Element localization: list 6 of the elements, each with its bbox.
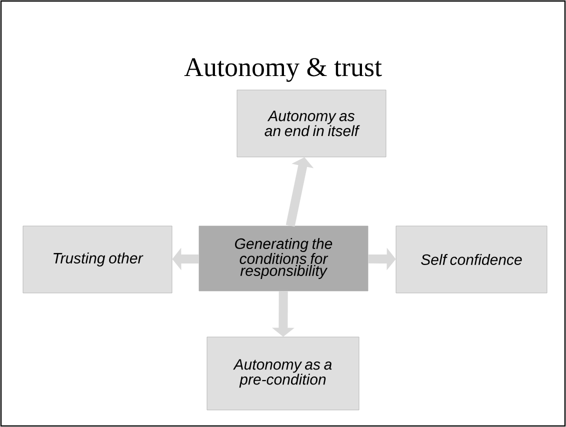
text-box: Generating the conditions for responsibility [198,226,368,292]
text-box: Autonomy as a pre-condition [206,336,360,410]
text-box: Autonomy as an end in itself [236,90,386,158]
text-box: Trusting other [22,226,172,294]
text-box: Self confidence [396,226,548,294]
slide-title: Autonomy & trust [184,58,382,82]
